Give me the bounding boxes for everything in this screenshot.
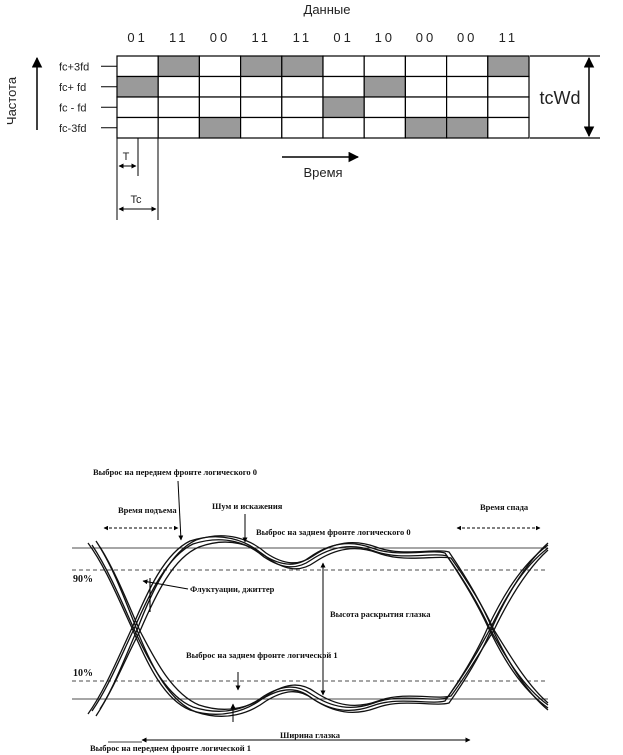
grid-cell-active bbox=[281, 55, 324, 78]
symbol-label: 10 bbox=[375, 30, 395, 45]
eye-trace bbox=[91, 627, 549, 712]
symbol-label: 01 bbox=[333, 30, 353, 45]
grid-cell bbox=[322, 116, 365, 139]
eye-trace bbox=[99, 628, 549, 710]
eye-trace bbox=[99, 541, 549, 633]
eye-diagram: Выброс на переднем фронте логического 0 … bbox=[72, 467, 549, 753]
overshoot-leading-0-pointer bbox=[177, 480, 184, 541]
grid-cell bbox=[116, 55, 159, 78]
grid-cell bbox=[240, 96, 283, 119]
frequency-row-label: fc+3fd bbox=[59, 61, 89, 73]
level-10-label: 10% bbox=[73, 668, 93, 679]
overshoot-leading-1-label: Выброс на переднем фронте логической 1 bbox=[90, 743, 251, 753]
tc-label: Tc bbox=[131, 194, 143, 206]
eye-traces bbox=[87, 535, 549, 717]
overshoot-leading-0-label: Выброс на переднем фронте логического 0 bbox=[93, 467, 257, 477]
time-axis-label: Время bbox=[303, 165, 342, 180]
eye-trace bbox=[87, 625, 549, 715]
grid-cell bbox=[446, 75, 489, 98]
grid-cell-active bbox=[363, 75, 407, 98]
grid-cell-active bbox=[240, 55, 283, 78]
symbol-label: 00 bbox=[416, 30, 436, 45]
grid-cell bbox=[116, 96, 159, 119]
symbol-label: 11 bbox=[251, 30, 271, 45]
grid-cell bbox=[404, 96, 448, 119]
frequency-row-label: fc-3fd bbox=[59, 123, 87, 135]
symbol-label: 01 bbox=[127, 30, 147, 45]
frequency-time-grid bbox=[116, 55, 530, 139]
grid-cell-active bbox=[446, 116, 489, 139]
symbol-label: 11 bbox=[499, 30, 519, 45]
grid-cell bbox=[487, 75, 530, 98]
frequency-axis-label: Частота bbox=[4, 76, 19, 125]
grid-cell bbox=[446, 96, 489, 119]
grid-cell bbox=[322, 75, 365, 98]
grid-cell-active bbox=[157, 55, 200, 78]
symbol-label: 11 bbox=[293, 30, 313, 45]
grid-cell bbox=[157, 75, 200, 98]
eye-width-label: Ширина глазка bbox=[280, 730, 341, 740]
eye-trace bbox=[91, 539, 549, 631]
grid-cell bbox=[446, 55, 489, 78]
grid-cell bbox=[198, 55, 242, 78]
grid-cell bbox=[198, 75, 242, 98]
grid-cell bbox=[363, 96, 407, 119]
grid-cell bbox=[240, 75, 283, 98]
eye-height-label: Высота раскрытия глазка bbox=[330, 609, 431, 619]
grid-cell bbox=[404, 55, 448, 78]
fall-time-label: Время спада bbox=[480, 502, 529, 512]
grid-cell bbox=[363, 116, 407, 139]
grid-cell bbox=[363, 55, 407, 78]
grid-cell bbox=[281, 75, 324, 98]
grid-cell bbox=[404, 75, 448, 98]
overshoot-trailing-0-label: Выброс на заднем фронте логического 0 bbox=[256, 527, 411, 537]
t-label: T bbox=[123, 151, 130, 163]
grid-cell bbox=[487, 96, 530, 119]
grid-cell bbox=[281, 96, 324, 119]
rise-time-label: Время подъема bbox=[118, 505, 177, 515]
fsk-diagram: Данные 01 11 00 11 11 01 10 00 00 11 Частота fc+3… bbox=[4, 2, 600, 220]
grid-cell bbox=[240, 116, 283, 139]
frequency-row-label: fc+ fd bbox=[59, 82, 86, 94]
data-header: Данные bbox=[304, 2, 351, 17]
grid-cell bbox=[281, 116, 324, 139]
grid-cell-active bbox=[404, 116, 448, 139]
jitter-label: Флуктуации, джиттер bbox=[190, 584, 275, 594]
grid-cell bbox=[322, 55, 365, 78]
overshoot-trailing-1-label: Выброс на заднем фронте логической 1 bbox=[186, 650, 338, 660]
eye-trace bbox=[87, 536, 549, 630]
level-90-label: 90% bbox=[73, 574, 93, 585]
grid-cell-active bbox=[487, 55, 530, 78]
eye-trace bbox=[95, 626, 549, 717]
symbol-labels: 01 11 00 11 11 01 10 00 00 11 bbox=[127, 30, 519, 45]
grid-cell bbox=[116, 116, 159, 139]
grid-cell-active bbox=[116, 75, 159, 98]
grid-cell-active bbox=[322, 96, 365, 119]
frequency-row-labels: fc+3fd fc+ fd fc - fd fc-3fd bbox=[59, 61, 117, 135]
bandwidth-label: tcWd bbox=[539, 88, 580, 108]
grid-cell bbox=[157, 96, 200, 119]
noise-label: Шум и искажения bbox=[212, 501, 283, 511]
grid-cell bbox=[157, 116, 200, 139]
grid-cell-active bbox=[198, 116, 242, 139]
symbol-label: 11 bbox=[169, 30, 189, 45]
symbol-label: 00 bbox=[210, 30, 230, 45]
grid-cell bbox=[487, 116, 530, 139]
symbol-label: 00 bbox=[457, 30, 477, 45]
frequency-row-label: fc - fd bbox=[59, 102, 87, 114]
grid-cell bbox=[198, 96, 242, 119]
